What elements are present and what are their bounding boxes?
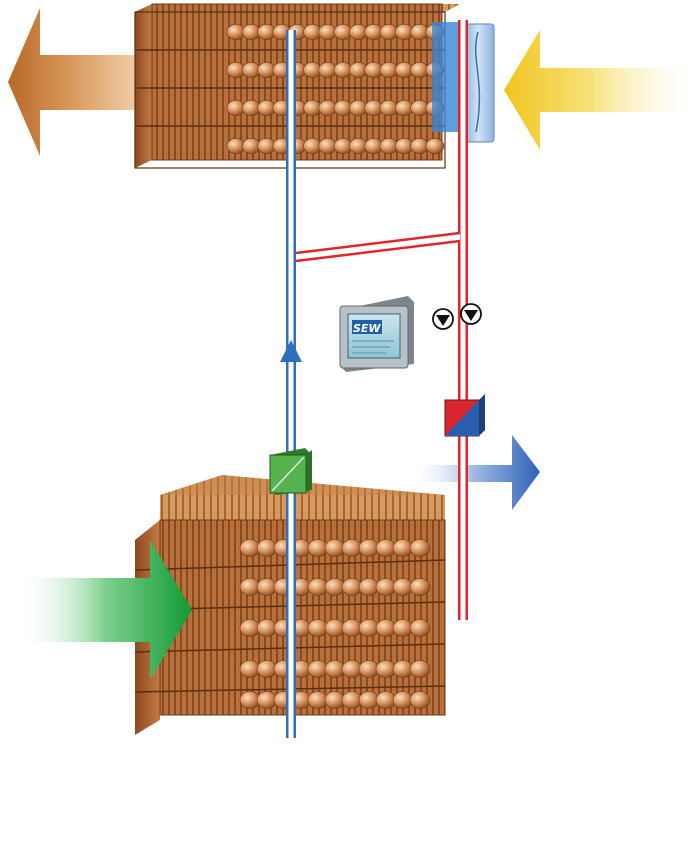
coil-tube	[409, 660, 431, 678]
air-filter-panel	[432, 22, 495, 143]
valve-icon	[269, 448, 312, 495]
flow-arrow-icon	[280, 340, 302, 362]
mixing-valve-icon	[444, 394, 485, 437]
bottom-heat-exchanger	[134, 475, 446, 735]
pump-icon	[432, 303, 482, 330]
outdoor-air-arrow	[20, 540, 192, 680]
hmi-logo: SEW	[353, 322, 381, 335]
supply-air-arrow	[410, 435, 540, 510]
top-heat-exchanger	[134, 3, 460, 169]
cold-return-pipe	[286, 30, 296, 738]
control-panel-icon: SEW	[339, 296, 414, 372]
coil-tube	[409, 619, 431, 637]
bypass-pipe	[295, 231, 461, 263]
exhaust-air-arrow	[8, 8, 150, 156]
coil-tube	[409, 578, 431, 596]
coil-tube	[409, 539, 431, 557]
coil-tube	[425, 138, 445, 154]
coil-tube	[409, 691, 431, 709]
fresh-air-arrow	[504, 30, 697, 150]
